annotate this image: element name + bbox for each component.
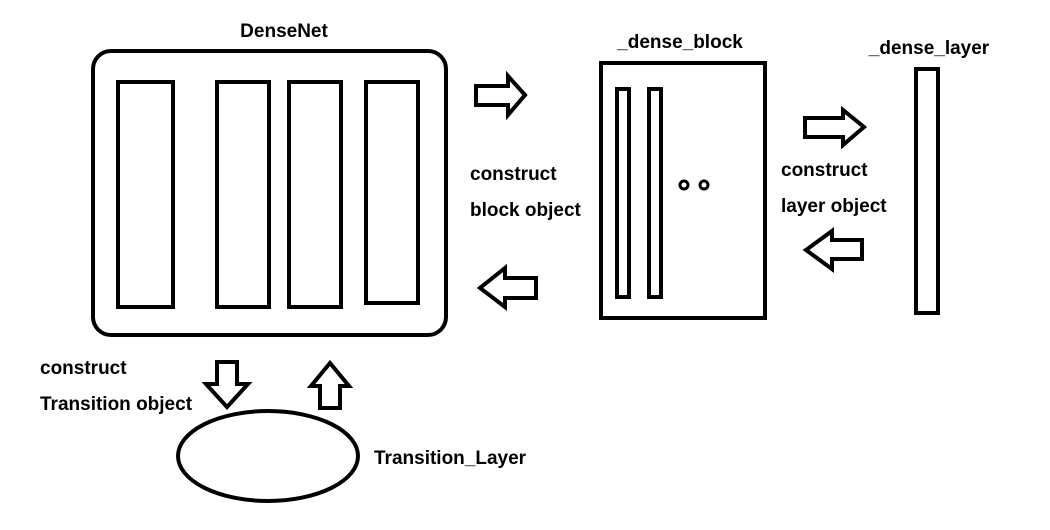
arrow-down-to-transition	[201, 360, 253, 410]
construct-block-label-line1: construct	[470, 164, 557, 185]
arrow-left-from-layer	[802, 227, 864, 273]
dense-block-layer-2	[647, 87, 663, 299]
densenet-block-3	[287, 80, 343, 309]
dense-layer-bar	[914, 67, 940, 315]
densenet-container	[91, 49, 448, 337]
construct-layer-label-line1: construct	[781, 160, 868, 181]
densenet-block-2	[215, 80, 271, 309]
construct-layer-label-line2: layer object	[781, 196, 887, 217]
dense-layer-group: _dense_layer	[868, 38, 990, 315]
densenet-block-1	[116, 80, 175, 309]
construct-transition-label-line2: Transition object	[40, 394, 193, 415]
dense-block-dot-1	[678, 179, 690, 191]
arrow-up-from-transition	[306, 359, 354, 410]
transition-layer-title: Transition_Layer	[374, 448, 527, 469]
densenet-block-4	[364, 80, 420, 305]
dense-block-title: _dense_block	[616, 32, 743, 53]
arrow-right-to-layer	[803, 105, 868, 150]
transition-layer-group: Transition_Layer	[176, 409, 527, 503]
transition-layer-ellipse	[176, 409, 360, 503]
dense-block-layer-1	[615, 87, 631, 299]
densenet-group: DenseNet	[91, 21, 448, 337]
arrow-right-to-block	[474, 70, 528, 121]
dense-block-dot-2	[698, 179, 710, 191]
construct-block-label-line2: block object	[470, 200, 582, 221]
dense-block-container	[599, 61, 767, 320]
construct-transition-label-line1: construct	[40, 358, 127, 379]
dense-block-group: _dense_block	[599, 32, 767, 320]
arrow-left-from-block	[476, 263, 538, 312]
densenet-title: DenseNet	[240, 21, 328, 42]
dense-layer-title: _dense_layer	[868, 38, 990, 59]
